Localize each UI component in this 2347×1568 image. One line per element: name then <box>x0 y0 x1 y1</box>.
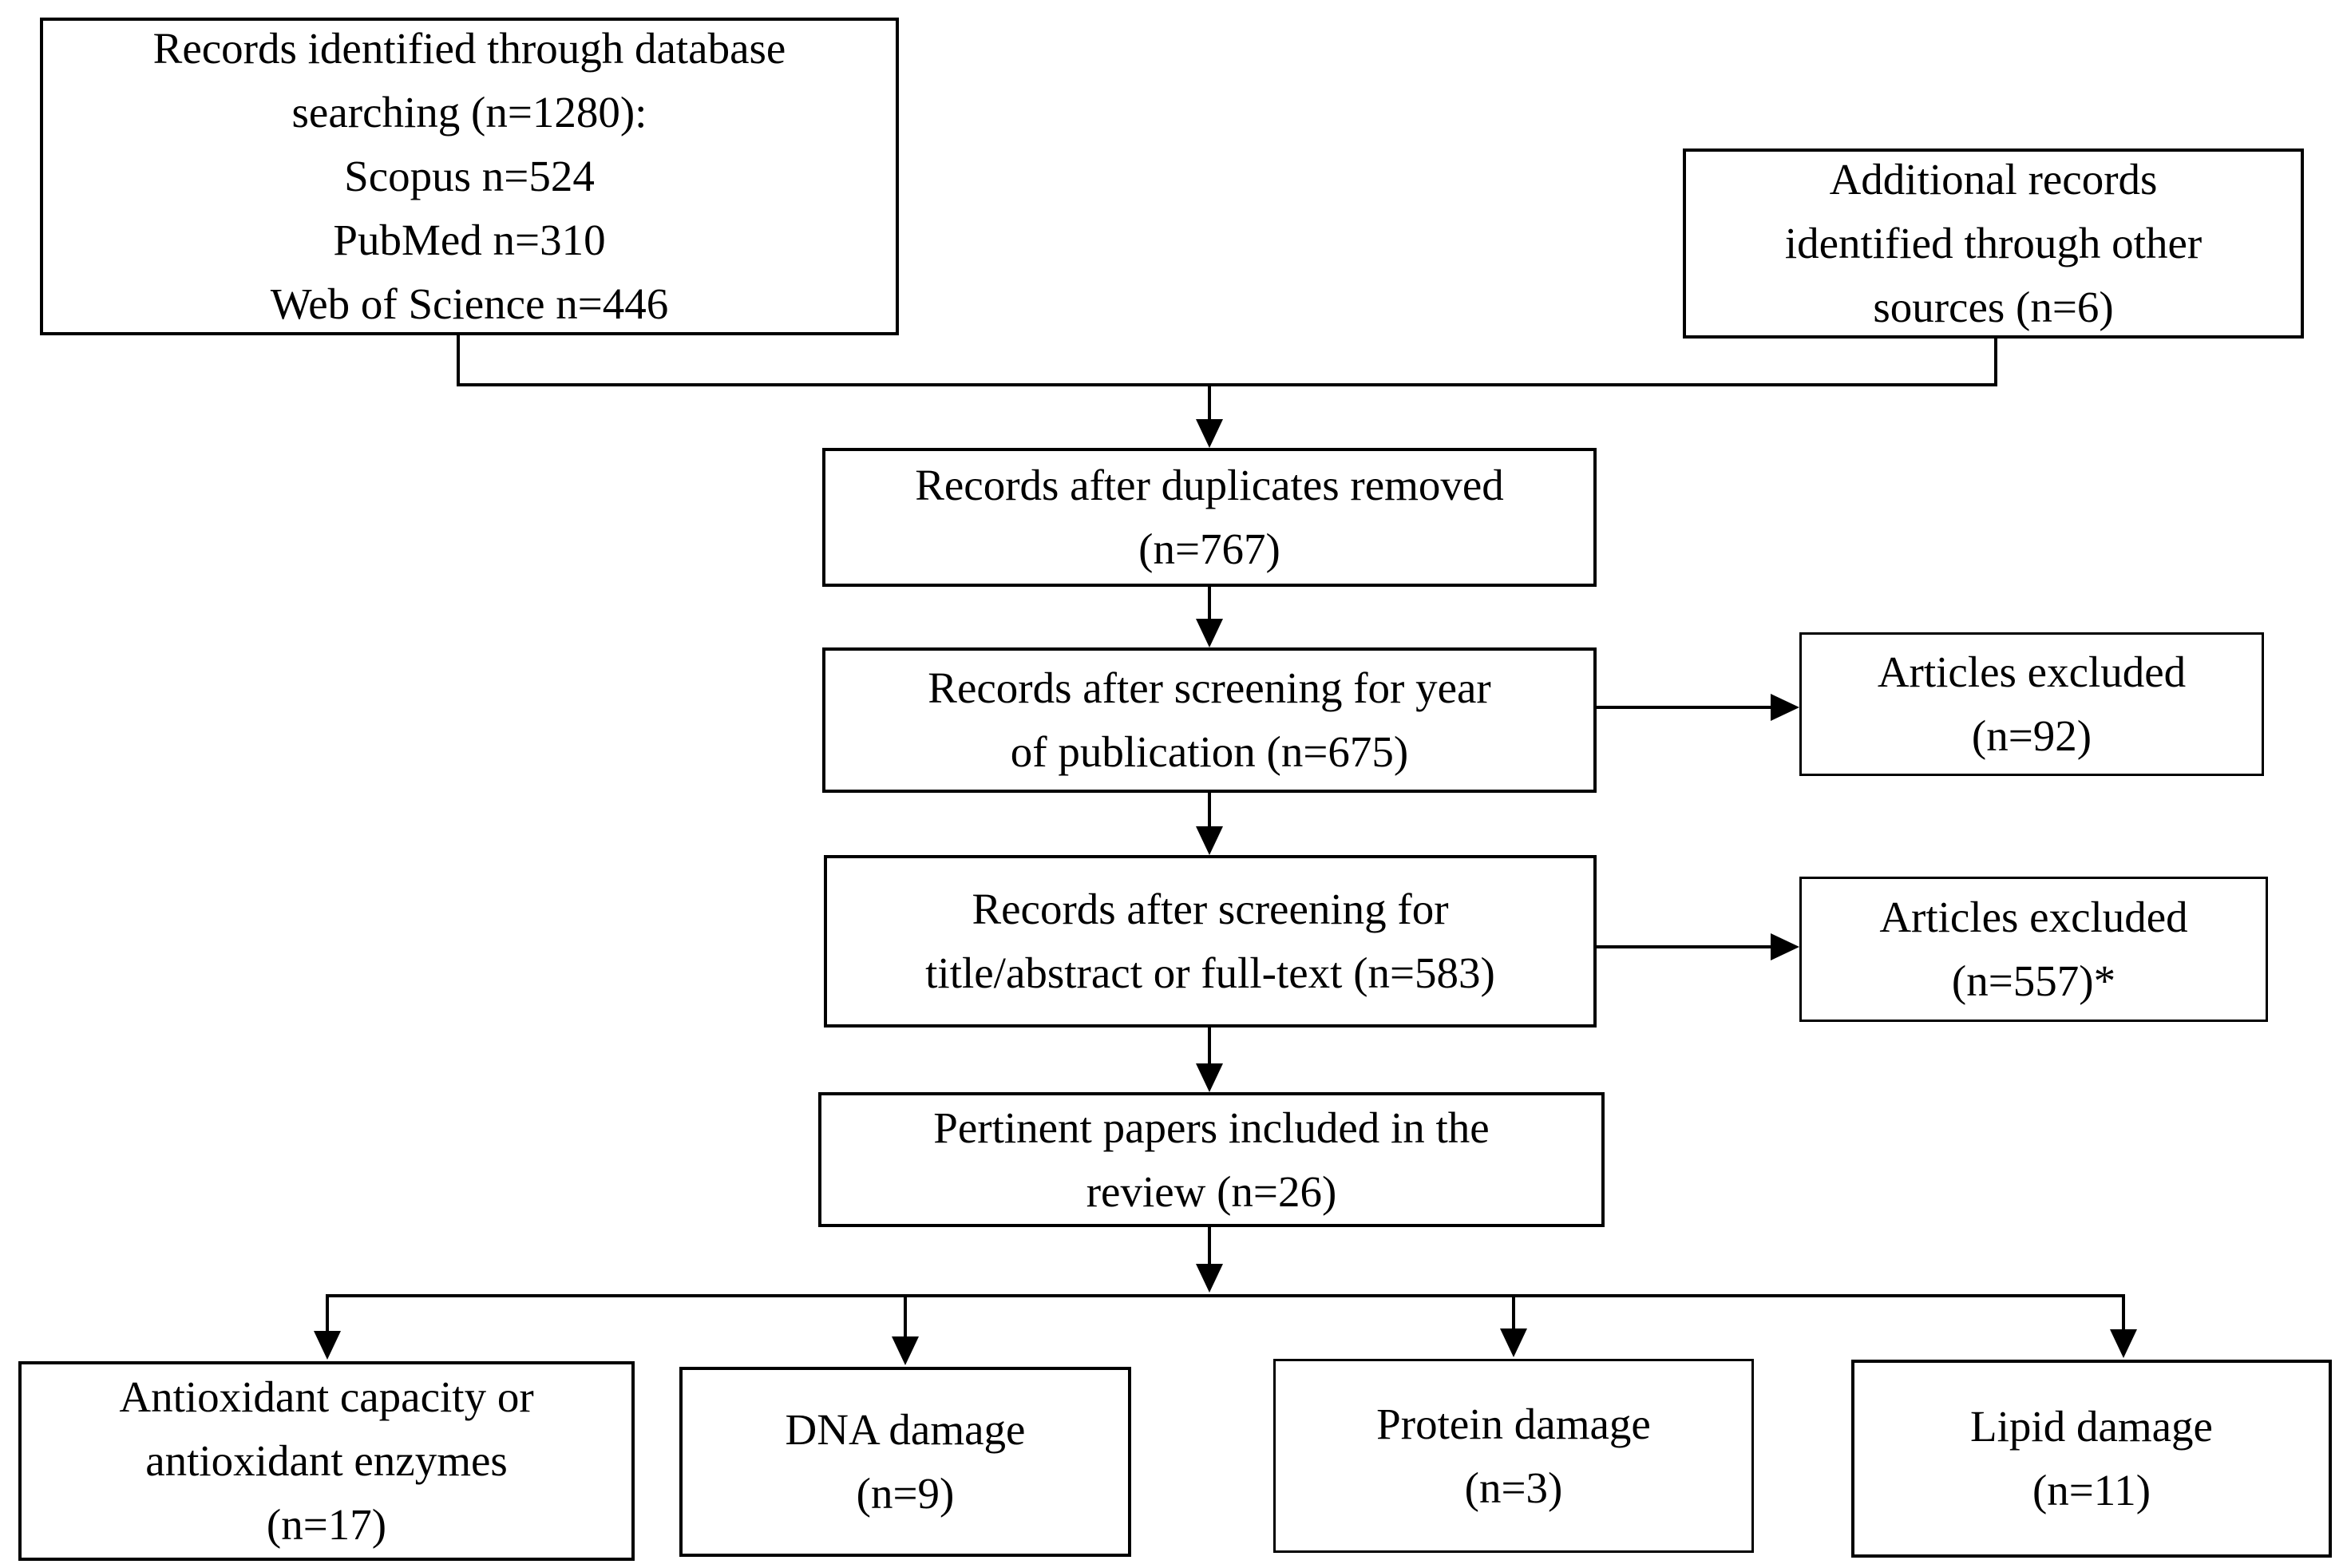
box-protein-damage: Protein damage (n=3) <box>1273 1359 1754 1553</box>
box-articles-excluded-year: Articles excluded (n=92) <box>1799 632 2264 776</box>
box-screened-fulltext-text: Records after screening for title/abstra… <box>925 885 1495 997</box>
arrowhead-into-protein <box>1500 1328 1527 1357</box>
box-records-identified: Records identified through database sear… <box>40 18 899 335</box>
arrowhead-into-excluded-year <box>1771 694 1799 721</box>
arrowhead-into-pertinent <box>1196 1063 1223 1092</box>
arrowhead-into-antioxidant <box>314 1331 341 1360</box>
box-after-duplicates-removed-text: Records after duplicates removed (n=767) <box>915 461 1504 573</box>
box-screened-fulltext: Records after screening for title/abstra… <box>824 855 1597 1028</box>
box-articles-excluded-year-text: Articles excluded (n=92) <box>1877 647 2187 760</box>
box-antioxidant-capacity-text: Antioxidant capacity or antioxidant enzy… <box>119 1372 534 1549</box>
arrowhead-into-splitter <box>1196 1264 1223 1293</box>
box-dna-damage: DNA damage (n=9) <box>679 1367 1131 1557</box>
box-lipid-damage: Lipid damage (n=11) <box>1851 1360 2332 1558</box>
box-pertinent-papers: Pertinent papers included in the review … <box>818 1092 1605 1227</box>
box-additional-records: Additional records identified through ot… <box>1683 148 2304 339</box>
box-articles-excluded-fulltext-text: Articles excluded (n=557)* <box>1879 893 2188 1005</box>
box-screened-year: Records after screening for year of publ… <box>822 647 1597 793</box>
box-pertinent-papers-text: Pertinent papers included in the review … <box>933 1103 1490 1216</box>
arrowhead-into-excluded-fulltext <box>1771 933 1799 960</box>
box-screened-year-text: Records after screening for year of publ… <box>928 663 1491 776</box>
box-protein-damage-text: Protein damage (n=3) <box>1376 1399 1651 1512</box>
arrowhead-into-duplicates <box>1196 419 1223 448</box>
box-lipid-damage-text: Lipid damage (n=11) <box>1970 1402 2213 1515</box>
box-dna-damage-text: DNA damage (n=9) <box>785 1405 1026 1518</box>
arrowhead-into-lipid <box>2110 1329 2137 1358</box>
arrowhead-into-fulltext <box>1196 826 1223 855</box>
box-articles-excluded-fulltext: Articles excluded (n=557)* <box>1799 877 2268 1022</box>
box-additional-records-text: Additional records identified through ot… <box>1784 155 2203 331</box>
box-records-identified-text: Records identified through database sear… <box>152 24 786 328</box>
box-after-duplicates-removed: Records after duplicates removed (n=767) <box>822 448 1597 587</box>
arrowhead-into-dna <box>892 1336 919 1365</box>
box-antioxidant-capacity: Antioxidant capacity or antioxidant enzy… <box>18 1361 635 1561</box>
arrowhead-into-year <box>1196 619 1223 647</box>
